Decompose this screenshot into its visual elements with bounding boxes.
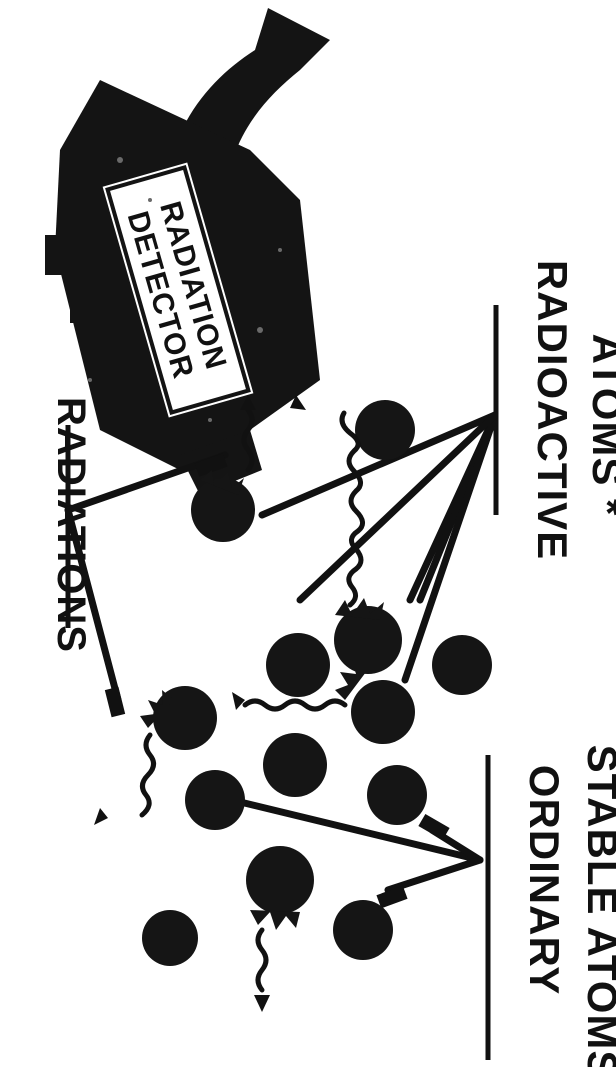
radioactive-atom [140,686,217,750]
stable-atoms [142,400,492,966]
radioactive-atom [335,660,415,744]
pointer-lines [64,411,499,909]
stable-atom [142,910,198,966]
label-radioactive-atoms: RADIOACTIVE ATOMS * [493,260,616,560]
detector-knob [45,235,67,275]
stable-atom [266,633,330,697]
radioactive-atom [191,470,255,542]
label-radioactive-line2: ATOMS * [584,334,616,517]
stable-atom [432,635,492,695]
radioactive-atom [334,598,402,674]
stable-atom [333,900,393,960]
label-ordinary-stable-atoms: ORDINARY STABLE ATOMS [485,745,616,1067]
stable-atom [367,765,427,825]
stable-atom [355,400,415,460]
radiation-waves [94,395,365,1012]
label-ordinary-line1: ORDINARY [521,765,568,995]
radioactive-atoms [140,470,415,930]
radiation-detector: RADIATION DETECTOR [45,8,330,495]
detector-knob [70,285,92,323]
stable-atom [263,733,327,797]
label-radioactive-line1: RADIOACTIVE [529,260,576,560]
stable-atom [185,770,245,830]
radioactive-atom [246,846,314,930]
label-ordinary-line2: STABLE ATOMS [579,745,616,1067]
